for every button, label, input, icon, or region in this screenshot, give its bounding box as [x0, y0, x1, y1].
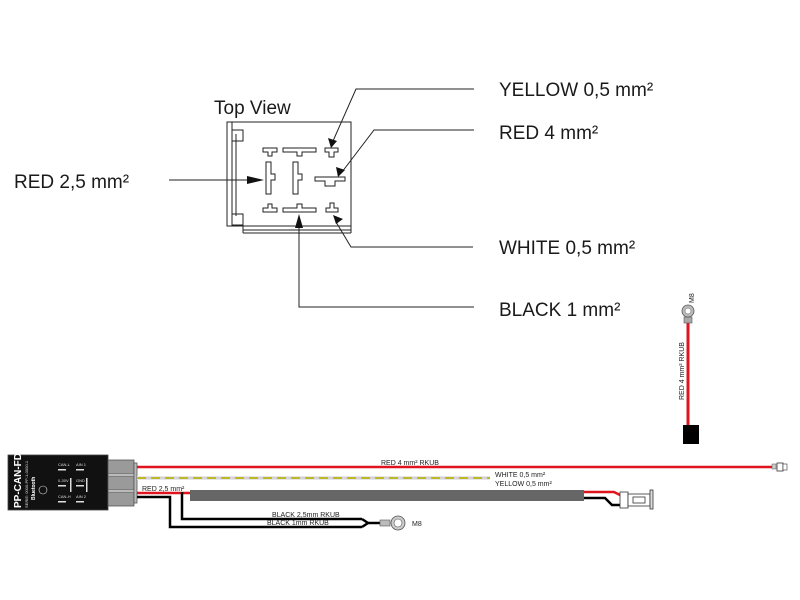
black-wires — [137, 492, 380, 529]
device-body — [7, 454, 109, 511]
pin-top-mid — [282, 147, 317, 157]
pin-label-2: AIN 1 — [76, 462, 87, 467]
ring-terminal-label: M8 — [412, 521, 422, 528]
pp-can-fd-device: PP-CAN-FD SERIE: 0000-PP-1-0000-1 Blueto… — [7, 453, 138, 511]
pin-red25 — [265, 161, 276, 195]
pin-label-3: 0-30V — [58, 478, 69, 483]
connector-pins — [262, 147, 346, 213]
ring-terminal-icon — [379, 515, 406, 531]
leader-lines — [169, 88, 474, 308]
pin-white — [325, 202, 339, 213]
pin-red4 — [314, 176, 346, 187]
connector-top-view: Top View — [14, 80, 653, 321]
pin-center — [292, 161, 303, 195]
pin-top-left — [262, 147, 278, 157]
label-yellow-wire: YELLOW 0,5 mm² — [499, 80, 653, 101]
red-4mm-wire-label: RED 4 mm² RKUB — [381, 460, 439, 467]
harness: PP-CAN-FD SERIE: 0000-PP-1-0000-1 Blueto… — [7, 453, 788, 531]
connector-housing — [226, 121, 352, 234]
pin-yellow — [324, 147, 339, 158]
ground-terminal-label: M8 — [689, 293, 696, 303]
device-plugs — [107, 459, 138, 507]
label-red25-wire: RED 2,5 mm² — [14, 172, 129, 193]
sheath-exit-wires — [584, 490, 623, 507]
white-wire-label: WHITE 0,5 mm² — [495, 472, 546, 479]
yellow-wire-label: YELLOW 0,5 mm² — [495, 481, 552, 488]
red-4mm-connector — [771, 462, 788, 472]
black-2-5mm-wire-label: BLACK 2,5mm RKUB — [272, 512, 340, 519]
device-serial: SERIE: 0000-PP-1-0000-1 — [24, 460, 29, 508]
label-white-wire: WHITE 0,5 mm² — [499, 238, 635, 259]
pin-black — [282, 203, 317, 213]
red-2-5mm-wire-label: RED 2,5 mm² — [142, 486, 185, 493]
cable-sheath — [190, 490, 584, 501]
pin-label-6: AIN 2 — [76, 494, 87, 499]
ground-cable-label: RED 4 mm² RKUB — [679, 342, 686, 400]
label-black-wire: BLACK 1 mm² — [499, 300, 620, 321]
pin-bottom-left — [262, 203, 278, 213]
device-pinout — [58, 469, 88, 503]
top-view-title: Top View — [214, 98, 291, 119]
sheath-end-connector — [619, 489, 654, 510]
label-red4-wire: RED 4 mm² — [499, 123, 598, 144]
pin-label-4: GND — [76, 478, 85, 483]
bluetooth-logo: Bluetooth — [31, 477, 37, 500]
leader-arrowheads — [247, 138, 345, 228]
pin-label-5: CAN-H — [58, 494, 71, 499]
status-led-icon — [38, 485, 48, 495]
black-1mm-wire-label: BLACK 1mm RKUB — [267, 520, 329, 527]
ground-cable: M8 RED 4 mm² RKUB — [679, 293, 699, 444]
ground-cable-end-block — [683, 425, 699, 444]
ring-terminal-crimp — [683, 316, 693, 324]
pin-label-1: CAN-L — [58, 462, 71, 467]
device-name: PP-CAN-FD — [13, 453, 24, 508]
